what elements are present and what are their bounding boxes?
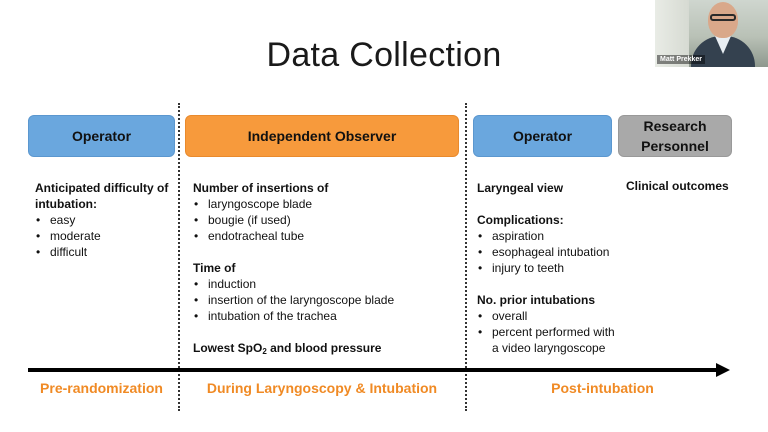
webcam-background — [655, 0, 689, 67]
webcam-name-label: Matt Prekker — [657, 55, 706, 64]
research-box-line2: Personnel — [641, 138, 709, 154]
list-item: esophageal intubation — [477, 244, 617, 260]
spo2-subscript: 2 — [262, 347, 267, 356]
list-item: overall — [477, 308, 617, 324]
lowest-suffix: and blood pressure — [266, 341, 382, 355]
list-item: insertion of the laryngoscope blade — [193, 292, 461, 308]
divider-line-1 — [178, 103, 180, 411]
list-item: endotracheal tube — [193, 228, 461, 244]
phase-post-intubation: Post-intubation — [551, 380, 654, 396]
insertions-heading: Number of insertions of — [193, 181, 329, 195]
webcam-thumbnail: Matt Prekker — [655, 0, 768, 67]
post-intubation-column: Laryngeal view Complications: aspiration… — [477, 180, 617, 356]
list-item: injury to teeth — [477, 260, 617, 276]
slide-title: Data Collection — [266, 36, 502, 74]
list-item: moderate — [35, 228, 177, 244]
list-item: intubation of the trachea — [193, 308, 461, 324]
timeline-arrow-head — [716, 363, 730, 377]
difficulty-heading-line1: Anticipated difficulty of — [35, 181, 169, 195]
list-item: bougie (if used) — [193, 212, 461, 228]
research-box-line1: Research — [643, 118, 707, 134]
list-item: easy — [35, 212, 177, 228]
divider-line-2 — [465, 103, 467, 411]
time-heading: Time of — [193, 261, 236, 275]
webcam-person-glasses — [710, 14, 736, 21]
laryngeal-view-heading: Laryngeal view — [477, 181, 564, 195]
timeline-arrow-line — [28, 368, 720, 372]
pre-randomization-column: Anticipated difficulty of intubation: ea… — [35, 180, 177, 260]
during-laryngoscopy-column: Number of insertions of laryngoscope bla… — [193, 180, 461, 356]
clinical-outcomes-heading: Clinical outcomes — [626, 179, 729, 193]
complications-heading: Complications: — [477, 213, 564, 227]
prior-intubations-heading: No. prior intubations — [477, 293, 595, 307]
phase-pre-randomization: Pre-randomization — [40, 380, 163, 396]
operator-pre-box: Operator — [28, 115, 175, 157]
lowest-prefix: Lowest SpO — [193, 341, 263, 355]
list-item: induction — [193, 276, 461, 292]
lowest-spo2-heading: Lowest SpO2 and blood pressure — [193, 340, 461, 356]
list-item: difficult — [35, 244, 177, 260]
research-column: Clinical outcomes — [626, 178, 736, 194]
list-item-continuation: a video laryngoscope — [492, 341, 606, 355]
list-item: percent performed with — [477, 324, 617, 340]
list-item: laryngoscope blade — [193, 196, 461, 212]
independent-observer-box: Independent Observer — [185, 115, 459, 157]
difficulty-heading-line2: intubation: — [35, 197, 97, 211]
operator-post-box: Operator — [473, 115, 612, 157]
phase-during-laryngoscopy: During Laryngoscopy & Intubation — [206, 380, 438, 396]
research-personnel-box: Research Personnel — [618, 115, 732, 157]
list-item: aspiration — [477, 228, 617, 244]
